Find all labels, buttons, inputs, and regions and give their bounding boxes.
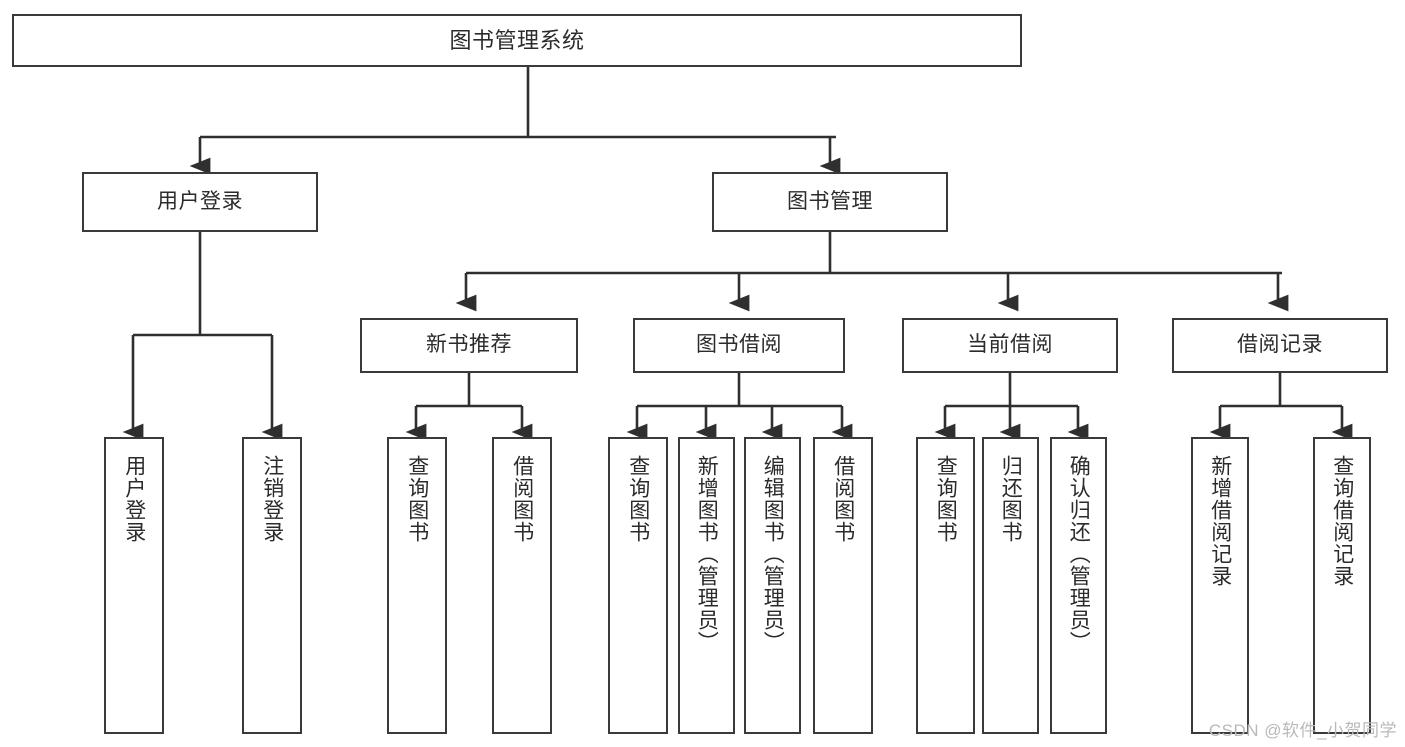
node-current-borrow[interactable]: 当前借阅 <box>902 318 1118 373</box>
node-leaf-query-record-label: 查询借阅记录 <box>1330 455 1354 587</box>
node-leaf-query-book-2-label: 查询图书 <box>626 455 650 543</box>
node-leaf-edit-book[interactable]: 编辑图书（管理员） <box>744 437 801 734</box>
csdn-watermark: CSDN @软件_小贺同学 <box>1208 721 1397 740</box>
node-new-book-recommend-label: 新书推荐 <box>426 333 512 357</box>
node-leaf-confirm-return-label: 确认归还（管理员） <box>1067 455 1091 653</box>
node-root[interactable]: 图书管理系统 <box>12 14 1022 67</box>
node-leaf-add-book[interactable]: 新增图书（管理员） <box>678 437 735 734</box>
node-leaf-add-book-label: 新增图书（管理员） <box>695 455 719 653</box>
node-current-borrow-label: 当前借阅 <box>967 333 1053 357</box>
node-leaf-user-login[interactable]: 用户登录 <box>104 437 164 734</box>
node-leaf-logout-login[interactable]: 注销登录 <box>242 437 302 734</box>
node-book-borrow[interactable]: 图书借阅 <box>633 318 845 373</box>
node-borrow-record-label: 借阅记录 <box>1237 333 1323 357</box>
node-book-management[interactable]: 图书管理 <box>712 172 948 232</box>
node-leaf-borrow-book-1[interactable]: 借阅图书 <box>492 437 552 734</box>
node-leaf-confirm-return[interactable]: 确认归还（管理员） <box>1050 437 1107 734</box>
node-leaf-borrow-book-2[interactable]: 借阅图书 <box>813 437 873 734</box>
node-leaf-query-book-2[interactable]: 查询图书 <box>608 437 668 734</box>
node-leaf-add-record[interactable]: 新增借阅记录 <box>1191 437 1249 734</box>
node-root-label: 图书管理系统 <box>449 27 585 53</box>
node-leaf-return-book-label: 归还图书 <box>999 455 1023 543</box>
node-leaf-query-record[interactable]: 查询借阅记录 <box>1313 437 1371 734</box>
node-book-management-label: 图书管理 <box>787 189 873 213</box>
node-leaf-query-book-1-label: 查询图书 <box>405 455 429 543</box>
node-leaf-query-book-1[interactable]: 查询图书 <box>387 437 447 734</box>
node-user-login-label: 用户登录 <box>157 189 243 213</box>
node-leaf-user-login-label: 用户登录 <box>122 455 146 543</box>
node-book-borrow-label: 图书借阅 <box>696 333 782 357</box>
node-new-book-recommend[interactable]: 新书推荐 <box>360 318 578 373</box>
node-leaf-edit-book-label: 编辑图书（管理员） <box>761 455 785 653</box>
node-user-login[interactable]: 用户登录 <box>82 172 318 232</box>
node-leaf-query-book-3-label: 查询图书 <box>934 455 958 543</box>
node-leaf-add-record-label: 新增借阅记录 <box>1208 455 1232 587</box>
node-leaf-borrow-book-1-label: 借阅图书 <box>510 455 534 543</box>
node-leaf-logout-login-label: 注销登录 <box>260 455 284 543</box>
node-borrow-record[interactable]: 借阅记录 <box>1172 318 1388 373</box>
node-leaf-borrow-book-2-label: 借阅图书 <box>831 455 855 543</box>
node-leaf-query-book-3[interactable]: 查询图书 <box>916 437 975 734</box>
node-leaf-return-book[interactable]: 归还图书 <box>982 437 1039 734</box>
